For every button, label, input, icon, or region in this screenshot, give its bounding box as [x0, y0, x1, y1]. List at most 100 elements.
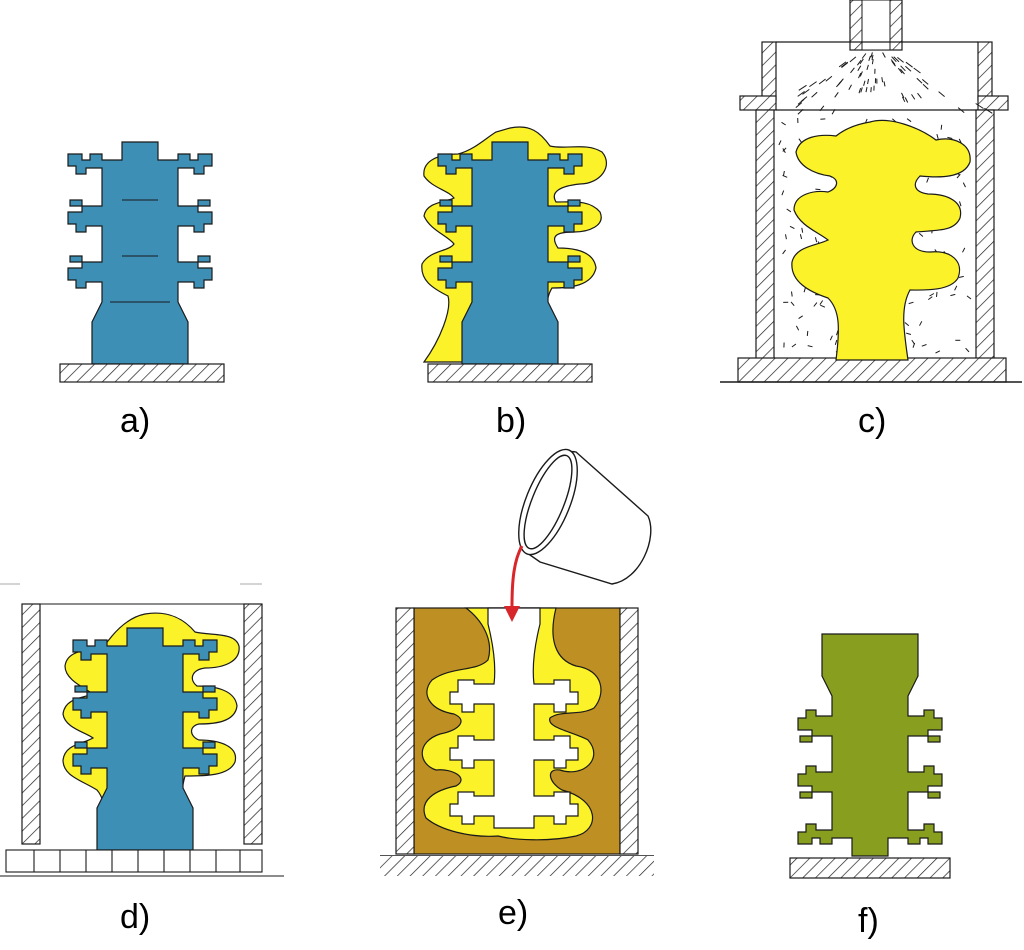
sand-particle: [857, 65, 862, 72]
sand-particle: [900, 65, 906, 72]
sand-particle: [926, 177, 929, 183]
sand-particle: [834, 92, 839, 98]
sand-particle: [962, 182, 966, 188]
sand-particle: [917, 92, 922, 99]
sand-particle: [950, 293, 956, 297]
sand-particle: [850, 67, 855, 74]
sand-particle: [797, 99, 805, 105]
sand-particle: [799, 234, 803, 240]
sand-particle: [848, 84, 852, 91]
pouring-ladle: [518, 448, 652, 585]
sand-particle: [911, 339, 916, 345]
sand-particle: [806, 330, 809, 336]
floor-hatch: [380, 856, 654, 876]
sand-particle: [861, 53, 867, 59]
sand-particle: [881, 77, 884, 83]
sand-particle: [797, 90, 805, 97]
sand-particle: [936, 291, 938, 297]
sand-particle: [891, 60, 896, 67]
sand-particle: [906, 118, 912, 123]
sand-particle: [781, 121, 786, 126]
sand-particle: [871, 59, 874, 65]
sand-particle: [868, 55, 871, 61]
sand-particle: [936, 133, 939, 140]
base-plate: [789, 857, 951, 879]
sand-particle: [957, 107, 965, 113]
sand-particle: [900, 68, 905, 75]
sand-particle: [965, 347, 970, 353]
sand-particle: [863, 80, 866, 86]
sand-particle: [785, 234, 787, 240]
sand-particle: [870, 87, 872, 93]
sand-particle: [791, 343, 797, 348]
sand-particle: [801, 227, 804, 233]
panel-f-final-casting: f): [789, 633, 951, 940]
sand-particle: [966, 295, 972, 300]
sand-particle: [820, 304, 826, 308]
sand-particle: [984, 107, 993, 114]
sand-particle: [782, 170, 785, 176]
flask-wall-left: [21, 603, 41, 845]
panel-label: e): [498, 894, 528, 932]
sand-particle: [798, 315, 803, 320]
sand-particle: [791, 291, 793, 297]
panel-label: b): [496, 402, 526, 440]
sand-particle: [929, 293, 935, 297]
sand-particle: [890, 59, 896, 65]
sand-particle: [782, 147, 787, 152]
sand-particle: [834, 339, 838, 345]
sand-particle: [803, 287, 806, 293]
base-plate: [59, 363, 225, 383]
sand-particle: [786, 208, 792, 213]
sand-particle: [831, 109, 836, 115]
sand-particle: [916, 77, 923, 84]
sand-particle: [918, 232, 924, 237]
sand-particle: [897, 67, 903, 74]
sand-particle: [865, 87, 868, 93]
sand-particle: [947, 136, 953, 139]
sand-particle: [781, 190, 785, 196]
sand-particle: [921, 344, 927, 347]
sand-particle: [860, 87, 863, 93]
base-plate: [427, 363, 593, 383]
sand-particle: [883, 81, 886, 87]
sand-particle: [919, 321, 923, 326]
sand-particle: [893, 56, 900, 63]
sand-particle: [935, 350, 941, 354]
panel-label: a): [120, 402, 150, 440]
sand-particle: [911, 94, 916, 100]
sand-particle: [922, 83, 929, 90]
sand-particle: [858, 72, 862, 79]
sand-particle: [866, 64, 869, 71]
sand-particle: [956, 173, 961, 179]
sand-particle: [897, 57, 904, 63]
sand-particle: [813, 302, 818, 307]
sand-particle: [818, 78, 826, 85]
flask-wall-left: [395, 607, 415, 855]
sand-particle: [795, 325, 800, 331]
sand-particle: [954, 285, 958, 291]
sand-particle: [782, 148, 786, 153]
wax-pattern-tree: [67, 141, 213, 365]
sand-particle: [901, 92, 905, 99]
sand-particle: [838, 61, 847, 68]
sand-particle: [870, 52, 873, 58]
pour-arrow-icon: [504, 606, 520, 622]
base-plate: [0, 849, 284, 877]
sand-particle: [904, 97, 909, 103]
sand-particle: [859, 71, 863, 77]
sand-particle: [871, 54, 874, 60]
sand-particle: [938, 91, 945, 97]
panel-d-flask-investment: d): [0, 583, 284, 936]
sand-particle: [962, 247, 966, 253]
mold-cavity: [449, 607, 579, 829]
chamber-base: [737, 357, 1007, 383]
sand-particle: [858, 88, 862, 94]
molten-metal-stream: [510, 545, 524, 607]
metal-casting-tree: [797, 633, 943, 857]
sand-particle: [856, 59, 862, 66]
sand-particle: [901, 96, 906, 103]
sand-particle: [802, 88, 810, 95]
sand-particle: [927, 296, 933, 301]
